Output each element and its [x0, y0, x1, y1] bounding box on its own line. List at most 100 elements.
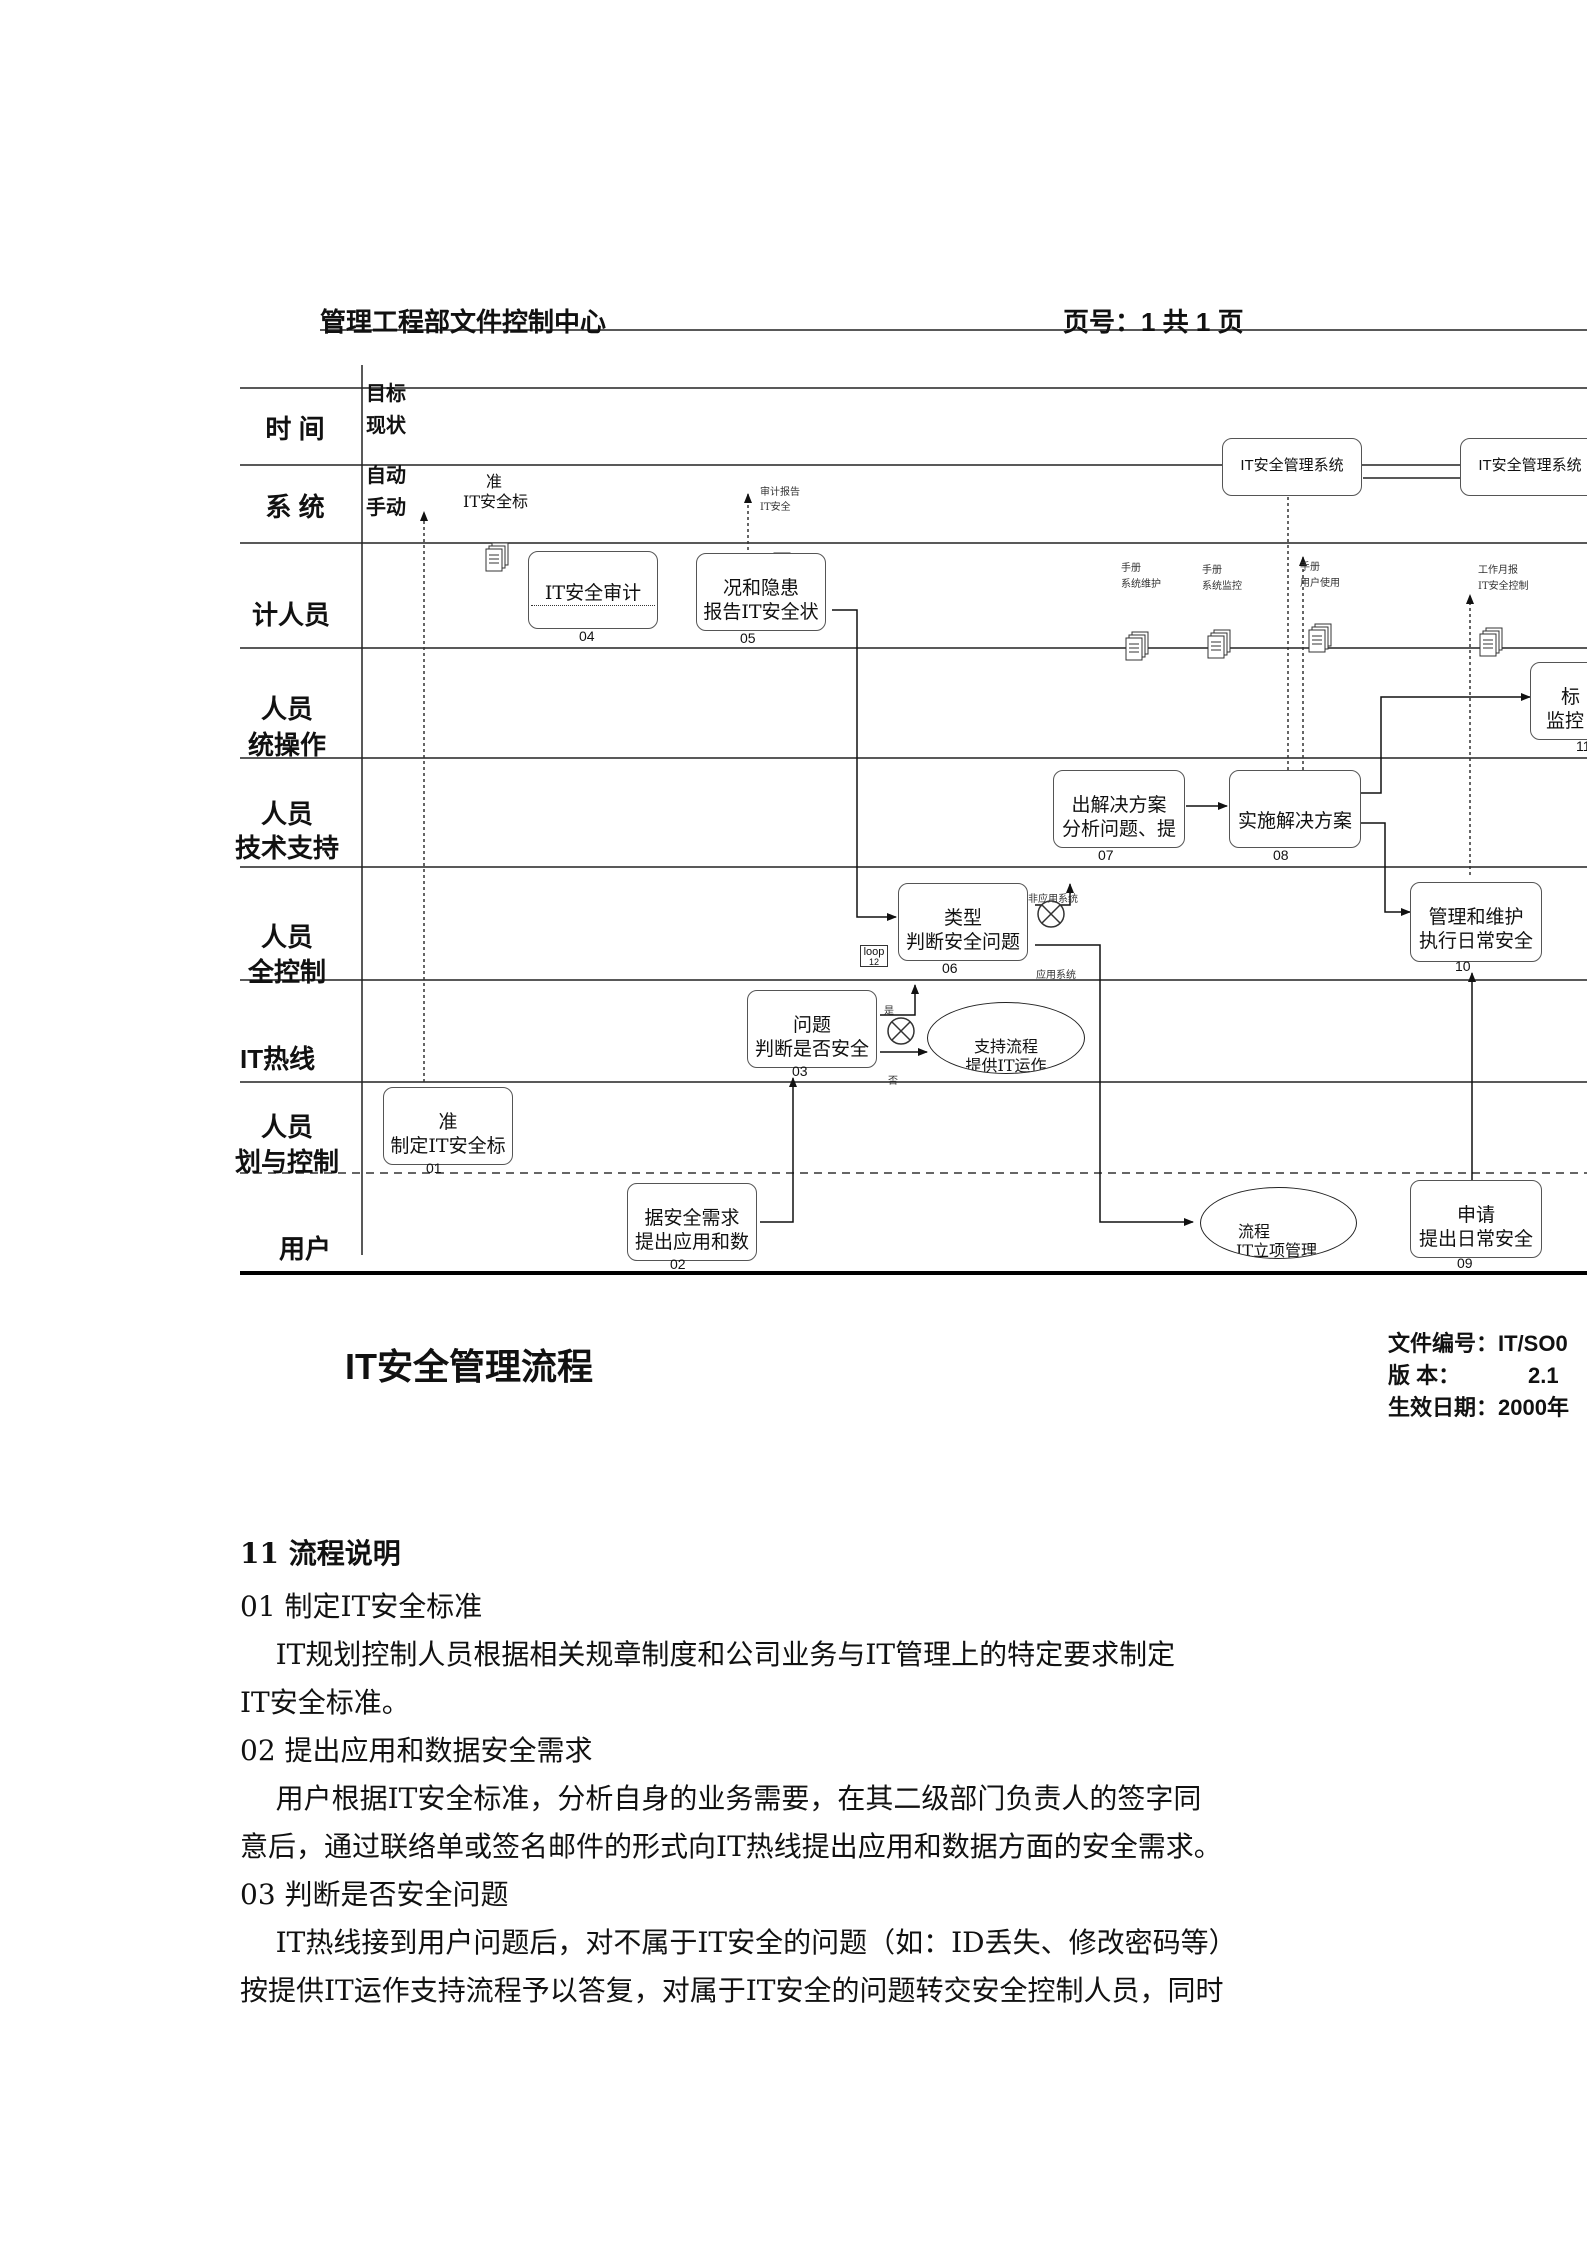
lane-plan-2: 划与控制: [234, 1147, 339, 1177]
decision-icon: [887, 1017, 915, 1045]
step-09-top: 申请: [1456, 1204, 1495, 1226]
no-note: 否: [888, 1076, 898, 1087]
lane-time: 时 间: [265, 414, 325, 444]
step-03-bottom: 判断是否安全: [754, 1038, 869, 1060]
step-08-num: 08: [1273, 847, 1289, 863]
step-11-num: 11: [1576, 738, 1587, 754]
lane-ops-1: 人员: [260, 694, 313, 724]
lane-system: 系 统: [265, 492, 325, 522]
it-security-system-box: IT安全管理系统: [1222, 438, 1362, 496]
item-01-line-2: IT安全标准。: [240, 1686, 410, 1719]
lane-hotline: IT热线: [240, 1044, 316, 1074]
loop-number: 12: [868, 957, 879, 967]
step-04-box: IT安全审计: [528, 551, 658, 629]
step-09-box: 申请 提出日常安全: [1410, 1180, 1542, 1258]
manual-user-1: 手册: [1300, 562, 1320, 573]
lane-auditor: 计人员: [251, 600, 330, 630]
step-11-box: 标 监控: [1530, 662, 1587, 740]
step-11-bottom: 监控: [1546, 710, 1585, 732]
item-03-line-2: 按提供IT运作支持流程予以答复，对属于IT安全的问题转交安全控制人员，同时: [240, 1974, 1224, 2007]
step-10-num: 10: [1455, 958, 1471, 974]
step-07-num: 07: [1098, 847, 1114, 863]
monthly-report-1: 工作月报: [1478, 565, 1518, 576]
project-oval-l2: IT立项管理: [1236, 1241, 1317, 1259]
step-10-top: 管理和维护: [1428, 906, 1524, 928]
doc-version: 2.1: [1528, 1363, 1559, 1388]
manual-user-2: 用户使用: [1300, 578, 1340, 589]
lane-sec-1: 人员: [260, 922, 313, 952]
project-process-oval: 流程 IT立项管理: [1200, 1187, 1357, 1259]
support-process-oval: 支持流程 提供IT运作: [927, 1002, 1085, 1074]
project-oval-l1: 流程: [1238, 1222, 1271, 1241]
manual-maint-1: 手册: [1121, 563, 1141, 574]
it-security-system-box: IT安全管理系统: [1460, 438, 1587, 496]
step-03-top: 问题: [792, 1014, 831, 1036]
item-02-line-2: 意后，通过联络单或签名邮件的形式向IT热线提出应用和数据方面的安全需求。: [240, 1830, 1222, 1863]
step-09-bottom: 提出日常安全: [1418, 1228, 1533, 1250]
section-heading: 11 流程说明: [240, 1537, 401, 1570]
std-note-2: IT安全标: [463, 492, 528, 511]
document-icon: [1479, 627, 1503, 657]
item-02-heading: 02 提出应用和数据安全需求: [240, 1734, 593, 1767]
step-05-num: 05: [740, 630, 756, 646]
document-icon: [1308, 623, 1332, 653]
document-icon: [1207, 629, 1231, 659]
step-01-bottom: 制定IT安全标: [390, 1135, 506, 1157]
document-icon: [1125, 631, 1149, 661]
step-02-box: 据安全需求 提出应用和数: [627, 1183, 757, 1261]
loop-label: loop: [863, 946, 885, 958]
step-02-top: 据安全需求: [644, 1207, 740, 1229]
audit-report-note-1: 审计报告: [760, 487, 800, 498]
lane-plan-1: 人员: [260, 1112, 313, 1142]
lane-sec-2: 全控制: [247, 957, 326, 987]
step-06-num: 06: [942, 960, 958, 976]
loop-marker: loop 12: [860, 945, 888, 967]
step-07-box: 出解决方案 分析问题、提: [1053, 770, 1185, 848]
step-04-num: 04: [579, 628, 595, 644]
step-10-bottom: 执行日常安全: [1418, 930, 1533, 952]
page-number: 页号：1 共 1 页: [1063, 307, 1244, 337]
step-02-num: 02: [670, 1256, 686, 1272]
app-system-note: 应用系统: [1036, 970, 1076, 981]
step-05-bottom: 报告IT安全状: [703, 601, 819, 623]
step-08-top: 实施解决方案: [1237, 810, 1352, 832]
item-01-line-1: IT规划控制人员根据相关规章制度和公司业务与IT管理上的特定要求制定: [240, 1638, 1176, 1671]
step-03-box: 问题 判断是否安全: [747, 990, 877, 1068]
step-10-box: 管理和维护 执行日常安全: [1410, 882, 1542, 962]
document-icon: [485, 542, 509, 572]
doc-date: 生效日期：2000年: [1388, 1395, 1569, 1420]
manual-monitor-2: 系统监控: [1202, 581, 1242, 592]
lane-user: 用户: [278, 1234, 331, 1264]
manual-maint-2: 系统维护: [1121, 579, 1161, 590]
item-03-line-1: IT热线接到用户问题后，对不属于IT安全的问题（如：ID丢失、修改密码等）: [240, 1926, 1237, 1959]
yes-note: 是: [884, 1006, 894, 1017]
item-01-heading: 01 制定IT安全标准: [240, 1590, 483, 1623]
step-07-top: 出解决方案: [1071, 794, 1167, 816]
manual-label: 手动: [366, 497, 406, 519]
lane-ops-2: 统操作: [247, 730, 326, 760]
decision-icon: [1037, 900, 1065, 928]
doc-version-label: 版 本：: [1388, 1363, 1461, 1388]
step-06-box: 类型 判断安全问题: [898, 883, 1028, 961]
step-08-box: 实施解决方案: [1229, 770, 1361, 848]
step-06-top: 类型: [943, 907, 982, 929]
audit-report-note-2: IT安全: [760, 502, 791, 513]
document-title: IT安全管理流程: [345, 1346, 593, 1387]
step-01-box: 准 制定IT安全标: [383, 1087, 513, 1165]
current-label: 现状: [366, 415, 406, 437]
step-01-num: 01: [426, 1160, 442, 1176]
step-05-box: 况和隐患 报告IT安全状: [696, 553, 826, 631]
target-label: 目标: [366, 383, 406, 405]
monthly-report-2: IT安全控制: [1478, 581, 1529, 592]
diagram-lines: [240, 329, 1587, 1275]
support-oval-l1: 支持流程: [973, 1037, 1038, 1056]
lane-tech-1: 人员: [260, 799, 313, 829]
item-03-heading: 03 判断是否安全问题: [240, 1878, 509, 1911]
step-05-top: 况和隐患: [722, 577, 799, 599]
process-diagram: 管理工程部文件控制中心 页号：1 共 1 页 目标 现状 自动 手动 时 间 系…: [234, 307, 1587, 1275]
doc-code: 文件编号：IT/SO0: [1388, 1331, 1568, 1356]
non-app-system-note: 非应用系统: [1028, 894, 1078, 905]
org-header: 管理工程部文件控制中心: [320, 307, 607, 337]
manual-monitor-1: 手册: [1202, 565, 1222, 576]
step-11-top: 标: [1561, 686, 1581, 708]
